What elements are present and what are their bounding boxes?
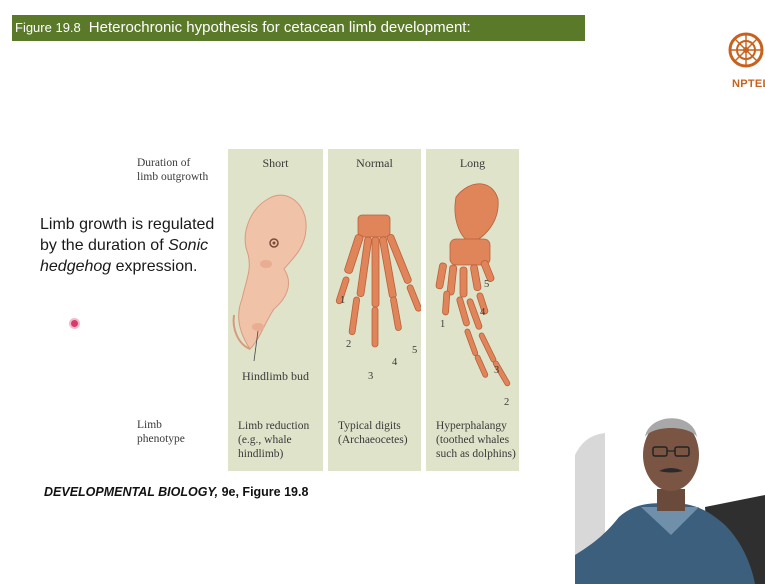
slide-title: Heterochronic hypothesis for cetacean li… [89, 19, 471, 36]
body-line-2: by the duration of [40, 237, 168, 254]
sonic-italic: Sonic [168, 237, 208, 254]
row-label-phenotype: Limb phenotype [137, 418, 185, 446]
phenotype-short: Limb reduction (e.g., whale hindlimb) [238, 419, 309, 461]
hedgehog-italic: hedgehog [40, 258, 111, 275]
panel-normal: Normal 1 2 3 4 5 Typical digits (Archaeo… [328, 149, 421, 471]
digit-label: 5 [484, 279, 489, 290]
slide-title-bar: Figure 19.8 Heterochronic hypothesis for … [12, 15, 585, 41]
caption-book-title: DEVELOPMENTAL BIOLOGY, [44, 485, 218, 499]
phenotype-long: Hyperphalangy (toothed whales such as do… [436, 419, 516, 461]
figure-number: Figure 19.8 [15, 20, 81, 35]
panel-short: Short Hindlimb bud Limb reduction (e.g.,… [228, 149, 323, 471]
digit-label: 3 [368, 371, 373, 382]
digit-label: 4 [392, 357, 397, 368]
laser-pointer-dot [71, 320, 78, 327]
caption-rest: 9e, Figure 19.8 [218, 485, 308, 499]
digit-label: 2 [346, 339, 351, 350]
panel-long: Long 5 4 1 3 2 Hyperphalangy (toothed wh… [426, 149, 519, 471]
row-label-duration: Duration of limb outgrowth [137, 156, 208, 184]
hindlimb-bud-label: Hindlimb bud [242, 369, 309, 384]
figure-caption: DEVELOPMENTAL BIOLOGY, 9e, Figure 19.8 [44, 485, 308, 499]
digit-label: 1 [340, 295, 345, 306]
digit-label: 2 [504, 397, 509, 408]
digit-label: 1 [440, 319, 445, 330]
digit-label: 5 [412, 345, 417, 356]
phenotype-normal: Typical digits (Archaeocetes) [338, 419, 408, 447]
digit-label: 3 [494, 365, 499, 376]
speaker-video [575, 395, 765, 584]
slide-body-text: Limb growth is regulated by the duration… [40, 214, 230, 277]
nptel-logo-text: NPTEL [732, 78, 765, 90]
digit-label: 4 [480, 307, 485, 318]
body-line-3: expression. [111, 258, 197, 275]
body-line-1: Limb growth is regulated [40, 216, 214, 233]
